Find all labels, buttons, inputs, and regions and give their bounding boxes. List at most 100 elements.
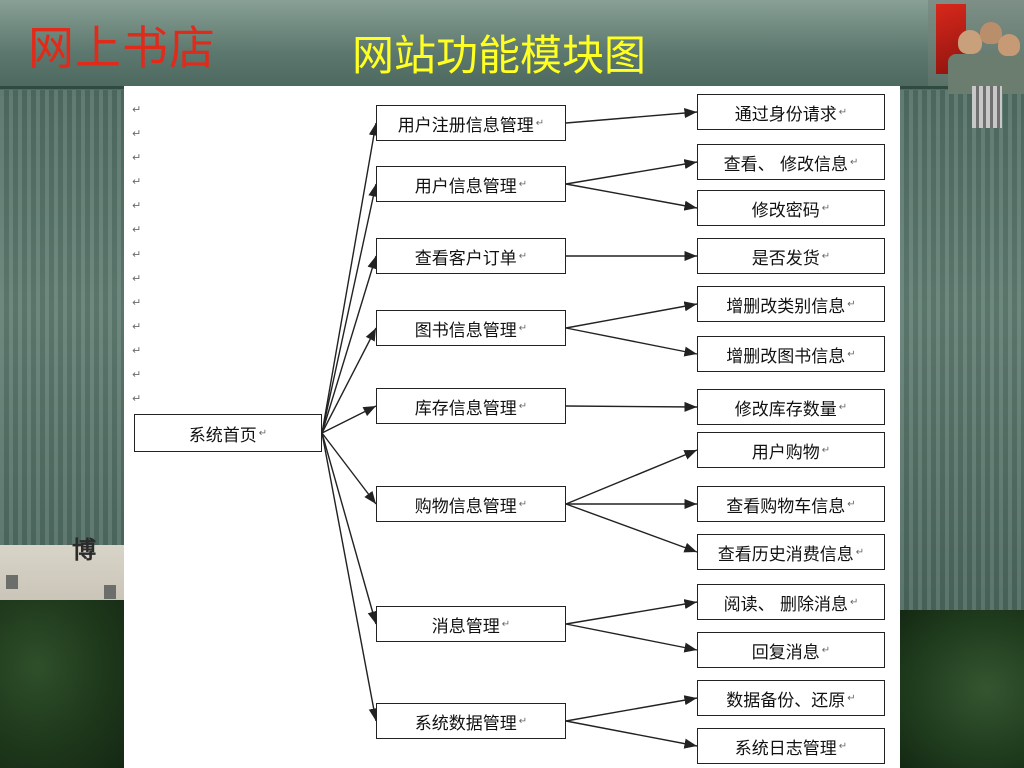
connector-root-to-module: [321, 255, 378, 434]
return-mark: ↵: [838, 106, 848, 118]
return-mark: ↵: [132, 319, 142, 333]
return-mark: ↵: [501, 618, 511, 630]
return-mark: ↵: [838, 401, 848, 413]
return-mark: ↵: [518, 178, 528, 190]
return-mark: ↵: [132, 368, 142, 382]
module-node: 图书信息管理↵: [376, 310, 566, 346]
connector-module-to-leaf: [565, 301, 698, 329]
return-mark: ↵: [132, 343, 142, 357]
connector-root-to-module: [321, 327, 377, 434]
return-mark: ↵: [855, 546, 865, 558]
return-mark: ↵: [132, 127, 142, 141]
module-node-label: 消息管理: [431, 616, 500, 637]
connector-module-to-leaf: [565, 401, 698, 412]
connector-module-to-leaf: [565, 503, 698, 553]
brand-title: 网上书店: [28, 21, 216, 75]
return-mark: ↵: [847, 498, 856, 510]
module-node-label: 用户信息管理: [414, 176, 517, 197]
connector-module-to-leaf: [565, 183, 698, 211]
return-mark: ↵: [132, 392, 142, 406]
connector-module-to-leaf: [565, 449, 698, 505]
root-node-label: 系统首页: [188, 425, 257, 446]
leaf-node: 增删改图书信息↵: [697, 336, 885, 372]
leaf-node-label: 修改密码: [751, 200, 820, 221]
return-mark: ↵: [518, 715, 528, 727]
connector-root-to-module: [321, 183, 379, 434]
module-node: 查看客户订单↵: [376, 238, 566, 274]
leaf-node: 是否发货↵: [697, 238, 885, 274]
leaf-node: 回复消息↵: [697, 632, 885, 668]
background-trees-right: [900, 610, 1024, 768]
leaf-node-label: 查看历史消费信息: [717, 544, 854, 565]
slide-header: [0, 0, 1024, 86]
slide-title: 网站功能模块图: [352, 31, 647, 80]
root-node: 系统首页↵: [134, 414, 322, 452]
connector-root-to-module: [321, 122, 379, 434]
leaf-node: 阅读、 删除消息↵: [697, 584, 885, 620]
connector-root-to-module: [321, 405, 377, 434]
leaf-node-label: 修改库存数量: [734, 399, 837, 420]
connector-root-to-module: [321, 432, 378, 625]
leaf-node: 系统日志管理↵: [697, 728, 885, 764]
connector-module-to-leaf: [565, 720, 698, 749]
leaf-node: 增删改类别信息↵: [697, 286, 885, 322]
return-mark: ↵: [847, 348, 856, 360]
return-mark: ↵: [821, 444, 831, 456]
header-photo: [928, 0, 1024, 132]
function-module-diagram: ↵↵↵↵↵↵↵↵↵↵↵↵↵ 系统首页↵用户注册信息管理↵通过身份请求↵用户信息管…: [124, 86, 900, 768]
return-mark: ↵: [518, 322, 528, 334]
background-columns-left: [0, 90, 124, 630]
return-mark: ↵: [850, 156, 859, 168]
leaf-node-label: 数据备份、还原: [726, 690, 846, 711]
connector-module-to-leaf: [565, 623, 698, 653]
return-mark: ↵: [258, 427, 268, 439]
return-mark: ↵: [821, 644, 831, 656]
module-node-label: 系统数据管理: [414, 713, 517, 734]
module-node: 用户注册信息管理↵: [376, 105, 566, 141]
return-mark: ↵: [821, 202, 831, 214]
leaf-node-label: 通过身份请求: [734, 104, 837, 125]
connector-module-to-leaf: [565, 108, 698, 124]
module-node: 购物信息管理↵: [376, 486, 566, 522]
module-node: 库存信息管理↵: [376, 388, 566, 424]
return-mark: ↵: [132, 199, 142, 213]
leaf-node: 通过身份请求↵: [697, 94, 885, 130]
return-mark: ↵: [838, 740, 848, 752]
module-node-label: 库存信息管理: [414, 398, 517, 419]
return-mark: ↵: [847, 692, 856, 704]
leaf-node: 修改库存数量↵: [697, 389, 885, 425]
return-mark: ↵: [847, 298, 856, 310]
return-mark: ↵: [821, 250, 831, 262]
return-mark: ↵: [132, 175, 142, 189]
return-mark: ↵: [132, 295, 142, 309]
leaf-node: 查看、 修改信息↵: [697, 144, 885, 180]
module-node-label: 购物信息管理: [414, 496, 517, 517]
leaf-node-label: 用户购物: [751, 442, 820, 463]
connector-root-to-module: [321, 432, 379, 722]
return-mark: ↵: [850, 596, 859, 608]
leaf-node: 查看购物车信息↵: [697, 486, 885, 522]
return-mark: ↵: [518, 250, 528, 262]
building-sign-glyph: 博: [72, 535, 96, 564]
module-node: 消息管理↵: [376, 606, 566, 642]
return-mark: ↵: [518, 498, 528, 510]
leaf-node-label: 回复消息: [751, 642, 820, 663]
leaf-node-label: 查看购物车信息: [726, 496, 846, 517]
leaf-node: 数据备份、还原↵: [697, 680, 885, 716]
connector-module-to-leaf: [565, 327, 698, 357]
leaf-node-label: 系统日志管理: [734, 738, 837, 759]
leaf-node-label: 增删改类别信息: [726, 296, 846, 317]
leaf-node: 查看历史消费信息↵: [697, 534, 885, 570]
return-mark: ↵: [132, 271, 142, 285]
connector-module-to-leaf: [565, 599, 698, 625]
paragraph-marks: ↵↵↵↵↵↵↵↵↵↵↵↵↵: [132, 98, 148, 411]
module-node-label: 查看客户订单: [414, 248, 517, 269]
diagram-connectors: [321, 108, 698, 749]
background-trees-left: [0, 600, 124, 768]
background-columns-right: [900, 90, 1024, 630]
module-node-label: 用户注册信息管理: [397, 115, 534, 136]
leaf-node: 用户购物↵: [697, 432, 885, 468]
leaf-node-label: 增删改图书信息: [726, 346, 846, 367]
connector-root-to-module: [321, 432, 377, 505]
module-node: 用户信息管理↵: [376, 166, 566, 202]
